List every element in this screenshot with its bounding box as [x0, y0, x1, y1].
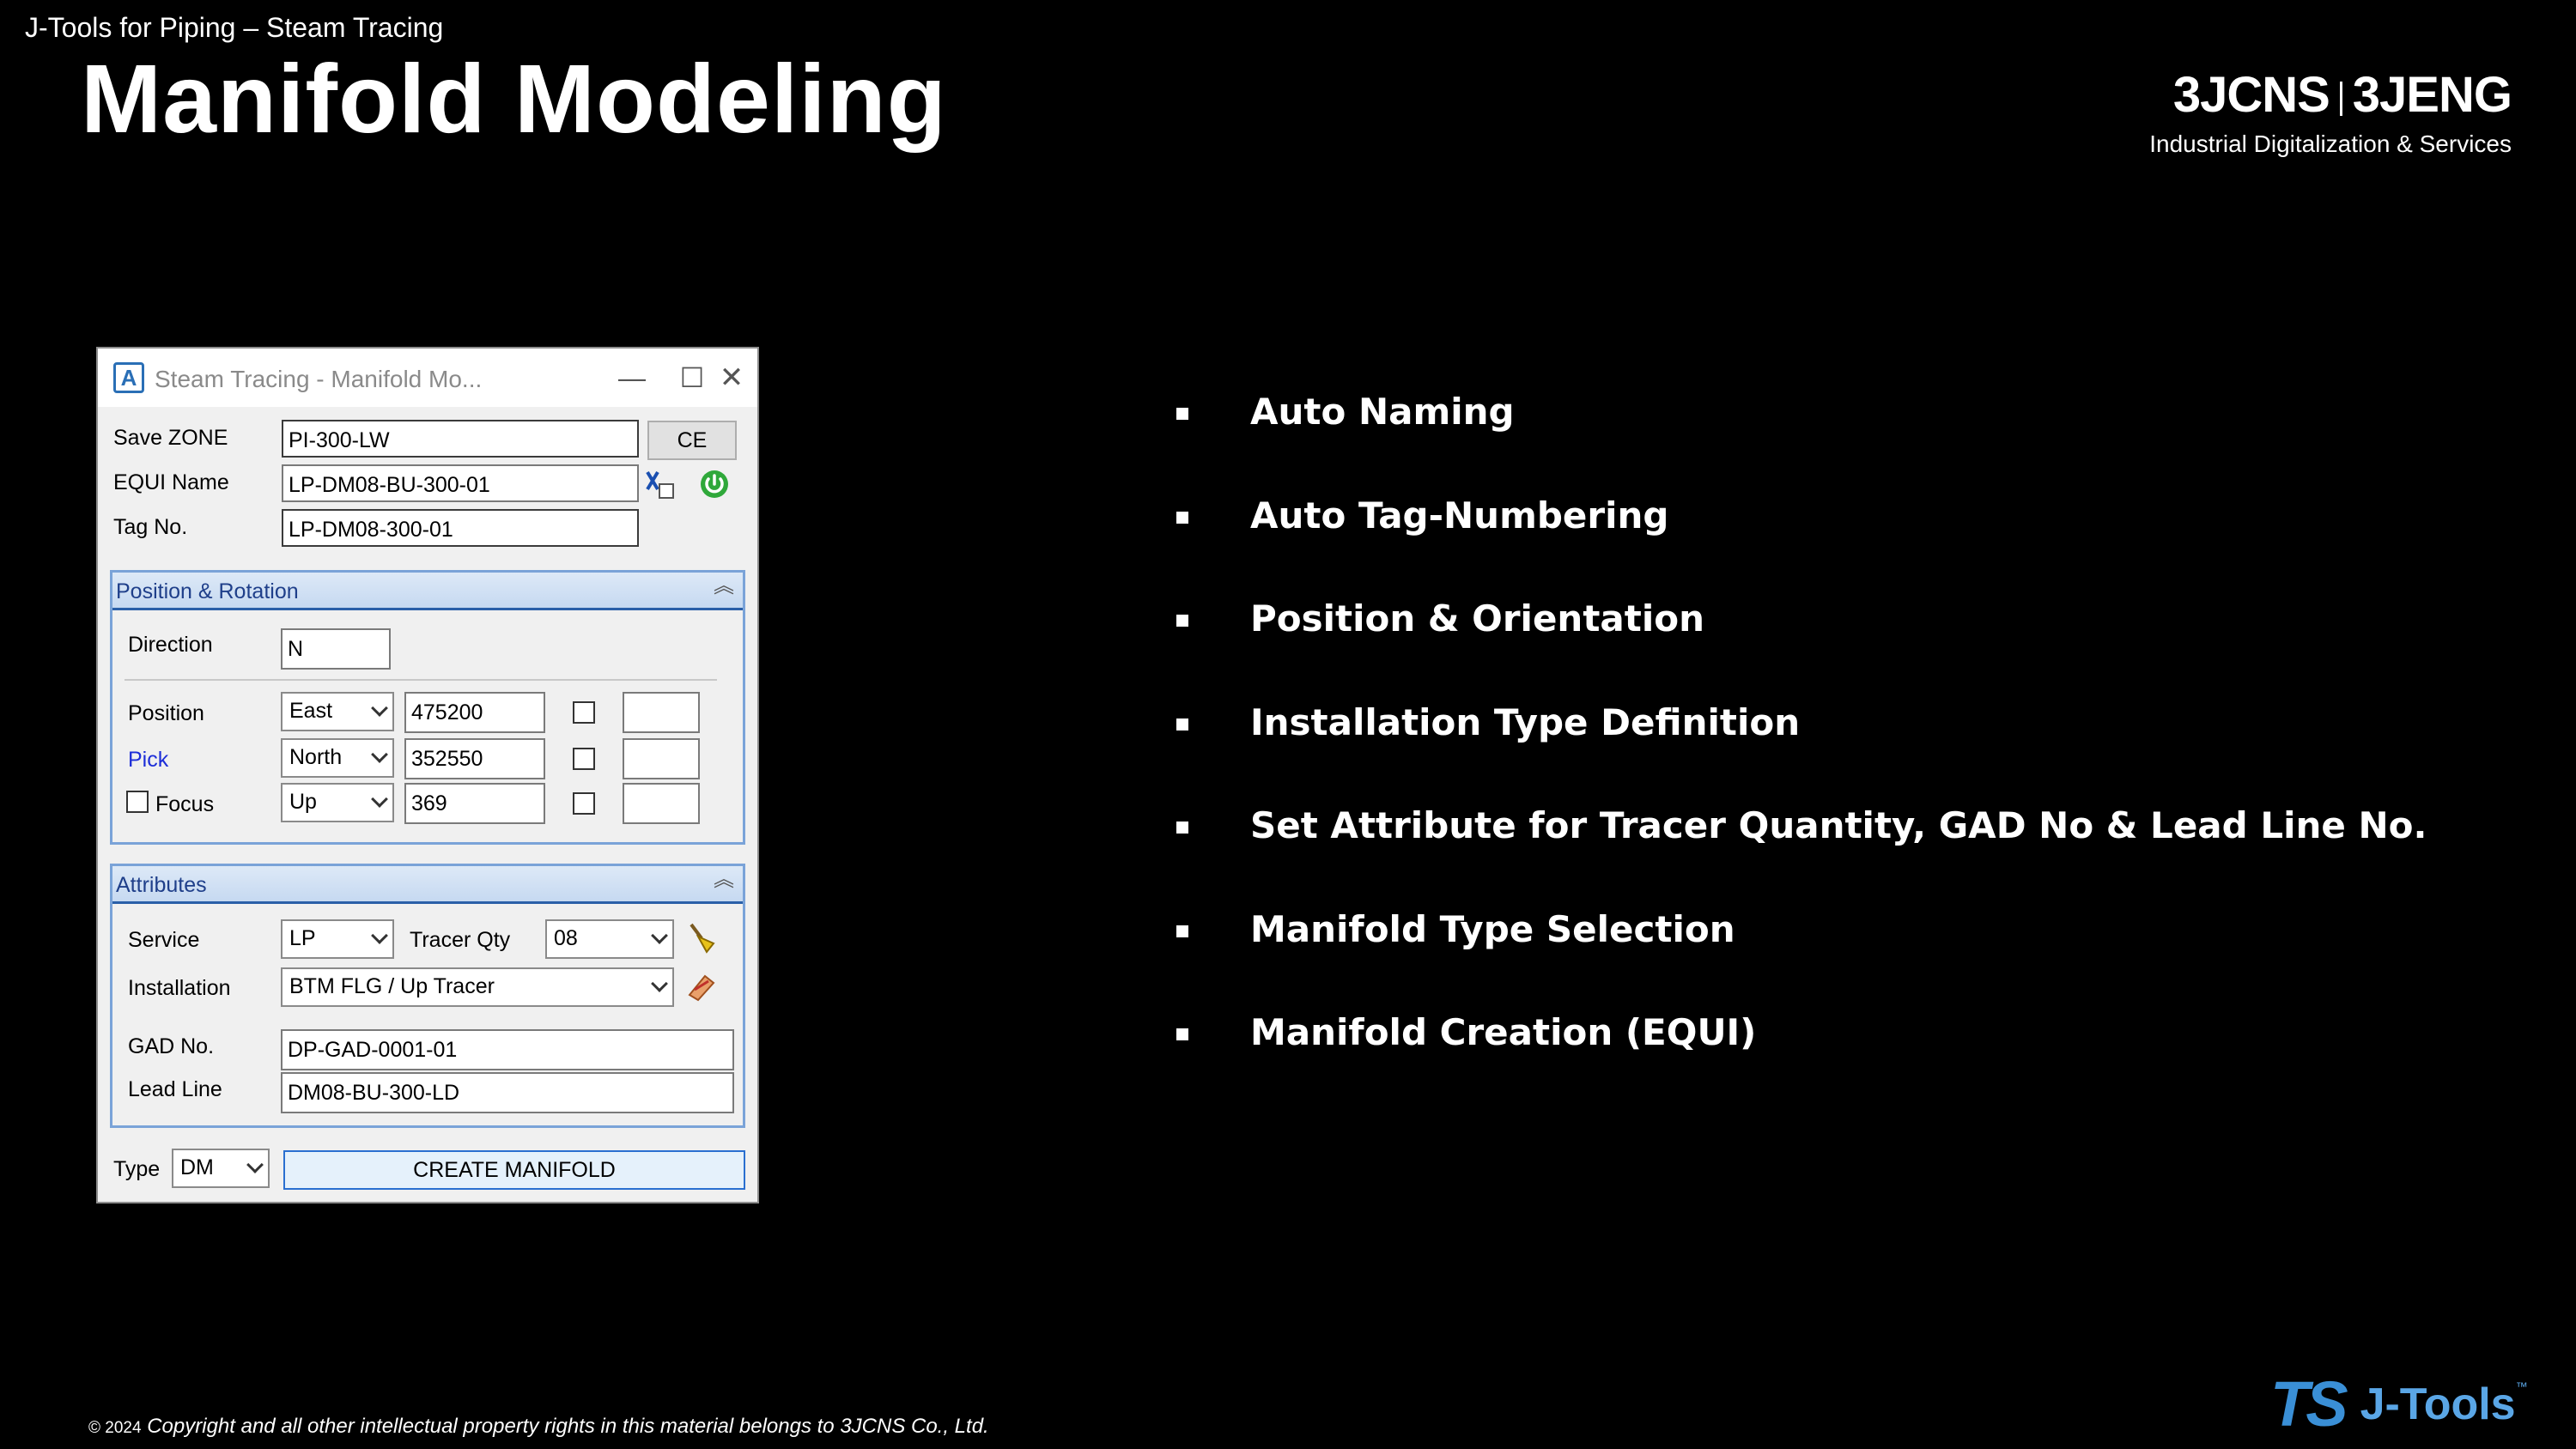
focus-checkbox[interactable] — [126, 791, 149, 813]
tracer-qty-label: Tracer Qty — [410, 928, 511, 952]
position-axis-dropdown[interactable]: Up — [281, 783, 394, 822]
feature-list: Auto Naming Auto Tag-Numbering Position … — [1176, 391, 2464, 1115]
feature-item: Auto Tag-Numbering — [1176, 494, 2464, 598]
position-lock-checkbox[interactable] — [573, 792, 595, 815]
position-lock-checkbox[interactable] — [573, 701, 595, 724]
copyright-notice: © 2024 Copyright and all other intellect… — [88, 1415, 989, 1438]
installation-dropdown[interactable]: BTM FLG / Up Tracer — [281, 967, 674, 1007]
feature-item: Installation Type Definition — [1176, 701, 2464, 805]
installation-label: Installation — [128, 976, 231, 1000]
direction-label: Direction — [128, 633, 213, 657]
position-offset-input[interactable] — [623, 692, 700, 733]
attributes-header[interactable]: Attributes ︽ — [112, 866, 743, 904]
jtools-logo: TS J-Tools ™ — [2270, 1367, 2528, 1440]
lead-line-label: Lead Line — [128, 1077, 222, 1101]
position-offset-input[interactable] — [623, 783, 700, 824]
position-axis-dropdown[interactable]: East — [281, 692, 394, 731]
slide-supertitle: J-Tools for Piping – Steam Tracing — [25, 12, 444, 43]
attributes-title: Attributes — [116, 873, 207, 897]
position-rotation-title: Position & Rotation — [116, 579, 299, 603]
direction-input[interactable]: N — [281, 628, 391, 670]
slide-title: Manifold Modeling — [81, 45, 947, 153]
gad-no-input[interactable]: DP-GAD-0001-01 — [281, 1029, 734, 1070]
tracer-qty-dropdown[interactable]: 08 — [545, 919, 674, 959]
company-logo: 3JCNS 3JENG Industrial Digitalization & S… — [2149, 70, 2512, 158]
tag-no-input[interactable]: LP-DM08-300-01 — [282, 509, 639, 547]
refresh-icon[interactable] — [697, 467, 732, 501]
focus-label: Focus — [155, 792, 215, 816]
position-value-input[interactable]: 369 — [404, 783, 545, 824]
jtools-trademark: ™ — [2515, 1379, 2528, 1393]
jtools-name: J-Tools — [2360, 1379, 2516, 1429]
feature-item: Manifold Creation (EQUI) — [1176, 1011, 2464, 1115]
pick-label[interactable]: Pick — [128, 748, 169, 772]
collapse-icon[interactable]: ︽ — [714, 574, 734, 597]
dialog-title: Steam Tracing - Manifold Mo... — [155, 366, 483, 392]
jtools-ts-mark: TS — [2270, 1368, 2348, 1440]
maximize-button[interactable]: ☐ — [679, 362, 705, 393]
logo-left: 3JCNS — [2172, 67, 2330, 123]
position-offset-input[interactable] — [623, 738, 700, 779]
app-icon: A — [113, 362, 144, 393]
feature-item: Auto Naming — [1176, 391, 2464, 494]
equi-name-input[interactable]: LP-DM08-BU-300-01 — [282, 464, 639, 502]
service-label: Service — [128, 928, 200, 952]
tag-no-label: Tag No. — [113, 515, 188, 539]
create-manifold-button[interactable]: CREATE MANIFOLD — [283, 1150, 745, 1190]
broom-icon[interactable] — [684, 921, 719, 955]
feature-item: Set Attribute for Tracer Quantity, GAD N… — [1176, 804, 2464, 908]
pick-element-icon[interactable] — [644, 467, 678, 501]
paint-icon[interactable] — [684, 969, 719, 1003]
gad-no-label: GAD No. — [128, 1034, 215, 1058]
logo-right: 3JENG — [2352, 67, 2512, 123]
position-label: Position — [128, 701, 204, 725]
feature-item: Manifold Type Selection — [1176, 908, 2464, 1012]
position-rotation-header[interactable]: Position & Rotation ︽ — [112, 573, 743, 610]
logo-subtitle: Industrial Digitalization & Services — [2149, 130, 2512, 157]
type-label: Type — [113, 1157, 161, 1181]
feature-item: Position & Orientation — [1176, 597, 2464, 701]
close-button[interactable]: ✕ — [719, 361, 744, 394]
ce-button[interactable]: CE — [647, 421, 737, 460]
service-dropdown[interactable]: LP — [281, 919, 394, 959]
equi-name-label: EQUI Name — [113, 470, 229, 494]
position-lock-checkbox[interactable] — [573, 748, 595, 770]
attributes-group: Attributes ︽ Service LP Tracer Qty 08 In… — [110, 864, 745, 1128]
lead-line-input[interactable]: DM08-BU-300-LD — [281, 1072, 734, 1113]
collapse-icon[interactable]: ︽ — [714, 868, 734, 891]
position-axis-dropdown[interactable]: North — [281, 738, 394, 778]
save-zone-label: Save ZONE — [113, 426, 228, 450]
manifold-dialog: A Steam Tracing - Manifold Mo... — ☐ ✕ S… — [96, 347, 759, 1203]
position-rotation-group: Position & Rotation ︽ Direction N Positi… — [110, 570, 745, 845]
minimize-button[interactable]: — — [618, 362, 646, 393]
save-zone-input[interactable]: PI-300-LW — [282, 420, 639, 458]
dialog-titlebar[interactable]: A Steam Tracing - Manifold Mo... — ☐ ✕ — [98, 349, 757, 407]
type-dropdown[interactable]: DM — [172, 1149, 270, 1188]
position-value-input[interactable]: 475200 — [404, 692, 545, 733]
position-value-input[interactable]: 352550 — [404, 738, 545, 779]
